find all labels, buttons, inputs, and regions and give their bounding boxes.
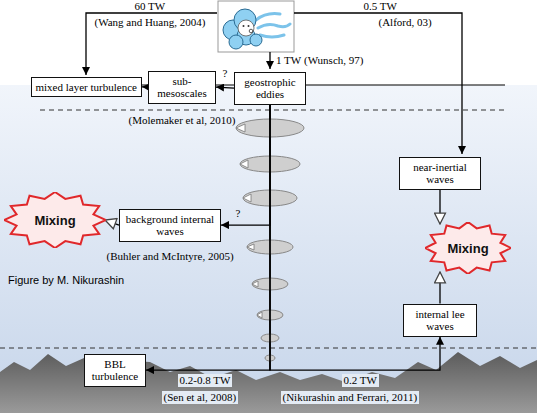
flow-arrow (439, 272, 440, 304)
node-text: BBL turbulence (89, 358, 141, 383)
node-text: background internal waves (124, 213, 216, 238)
process-box: internal lee waves (403, 304, 477, 337)
edge-label: 0.2 TW (342, 374, 379, 387)
edge-label: ? (223, 67, 228, 80)
annotation-label: Figure by M. Nikurashin (8, 274, 124, 287)
annotation-label: 1 TW (276, 54, 301, 67)
flow-arrow (216, 87, 234, 88)
node-text: sub-mesoscales (153, 75, 211, 100)
annotation-label: (Alford, 03) (379, 16, 432, 29)
bbl-top (0, 348, 537, 349)
mixing-burst: Mixing (4, 192, 106, 248)
flow-arrow (105, 220, 119, 225)
mixed-layer-base (40, 110, 505, 111)
process-box: sub-mesoscales (148, 71, 216, 104)
annotation-label: 60 TW (135, 0, 166, 13)
annotation-label: (Nikurashin and Ferrari, 2011) (281, 391, 420, 404)
mixing-burst: Mixing (425, 222, 511, 274)
process-box: mixed layer turbulence (31, 77, 142, 98)
process-box: background internal waves (119, 209, 221, 242)
ocean-ground (0, 85, 537, 413)
wind-cloud-icon (218, 1, 294, 52)
annotation-label: (Wang and Huang, 2004) (95, 16, 206, 29)
annotation-label: (Wunsch, 97) (304, 54, 363, 67)
node-text: Mixing (447, 241, 488, 256)
node-text: internal lee waves (408, 308, 472, 333)
annotation-label: 0.5 TW (364, 0, 397, 13)
node-text: geostrophic eddies (239, 76, 301, 101)
node-text: mixed layer turbulence (36, 81, 137, 94)
annotation-label: (Buhler and McIntyre, 2005) (107, 250, 234, 263)
edge-label: ? (236, 207, 241, 220)
annotation-label: (Molemaker et al, 2010) (129, 114, 236, 127)
edge-label: 0.2-0.8 TW (178, 374, 233, 387)
energy-input-lines (86, 13, 462, 154)
node-text: Mixing (34, 213, 75, 228)
process-box: BBL turbulence (84, 354, 146, 387)
node-text: near-inertial waves (404, 161, 476, 186)
seafloor-topography (0, 352, 537, 413)
flow-arrow (439, 190, 440, 224)
process-box: near-inertial waves (399, 157, 481, 190)
annotation-label: (Sen et al, 2008) (162, 391, 239, 404)
process-box: geostrophic eddies (234, 72, 306, 105)
